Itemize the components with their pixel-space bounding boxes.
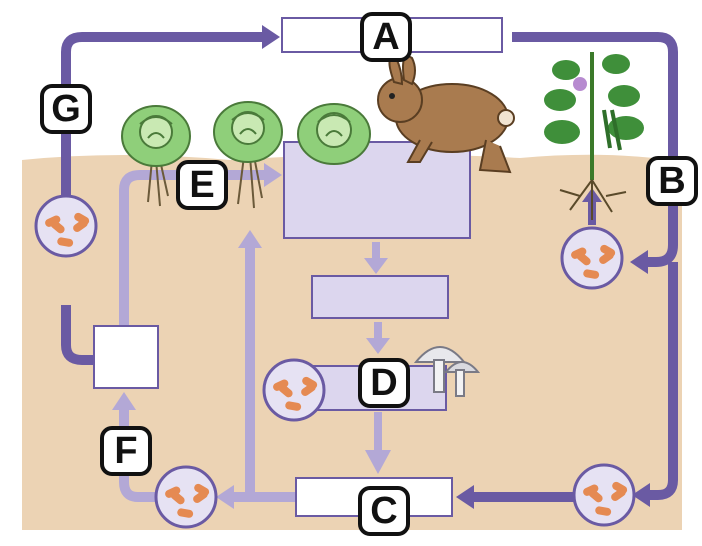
bacteria-icon (262, 358, 326, 422)
bacteria-icon (34, 194, 98, 258)
label-b: B (646, 156, 698, 206)
label-d: D (358, 358, 410, 408)
bacteria-icon (560, 226, 624, 290)
arrow-b-to-bottom (648, 262, 678, 500)
bacteria-icon (572, 463, 636, 527)
arrow-denitrify (61, 305, 96, 365)
box-nitrate (93, 325, 159, 389)
bacteria-icon (154, 465, 218, 529)
box-decomposition (311, 275, 449, 319)
cabbage-icon (213, 101, 283, 209)
arrow-b-to-plant (646, 244, 678, 267)
mushroom-icon (413, 346, 481, 397)
label-c: C (358, 486, 410, 536)
label-f: F (100, 426, 152, 476)
label-a: A (360, 12, 412, 62)
arrow-g-to-a (61, 32, 262, 195)
arrow-e-route (119, 170, 264, 325)
label-g: G (40, 84, 92, 134)
rabbit-icon (377, 55, 515, 174)
label-e: E (176, 160, 228, 210)
arrow-f-route (119, 408, 160, 502)
cabbage-icon (297, 103, 371, 165)
soil-background (22, 154, 682, 530)
bean-plant-icon (544, 52, 644, 220)
cabbage-icon (121, 105, 191, 207)
arrow-a-to-b (512, 32, 678, 245)
